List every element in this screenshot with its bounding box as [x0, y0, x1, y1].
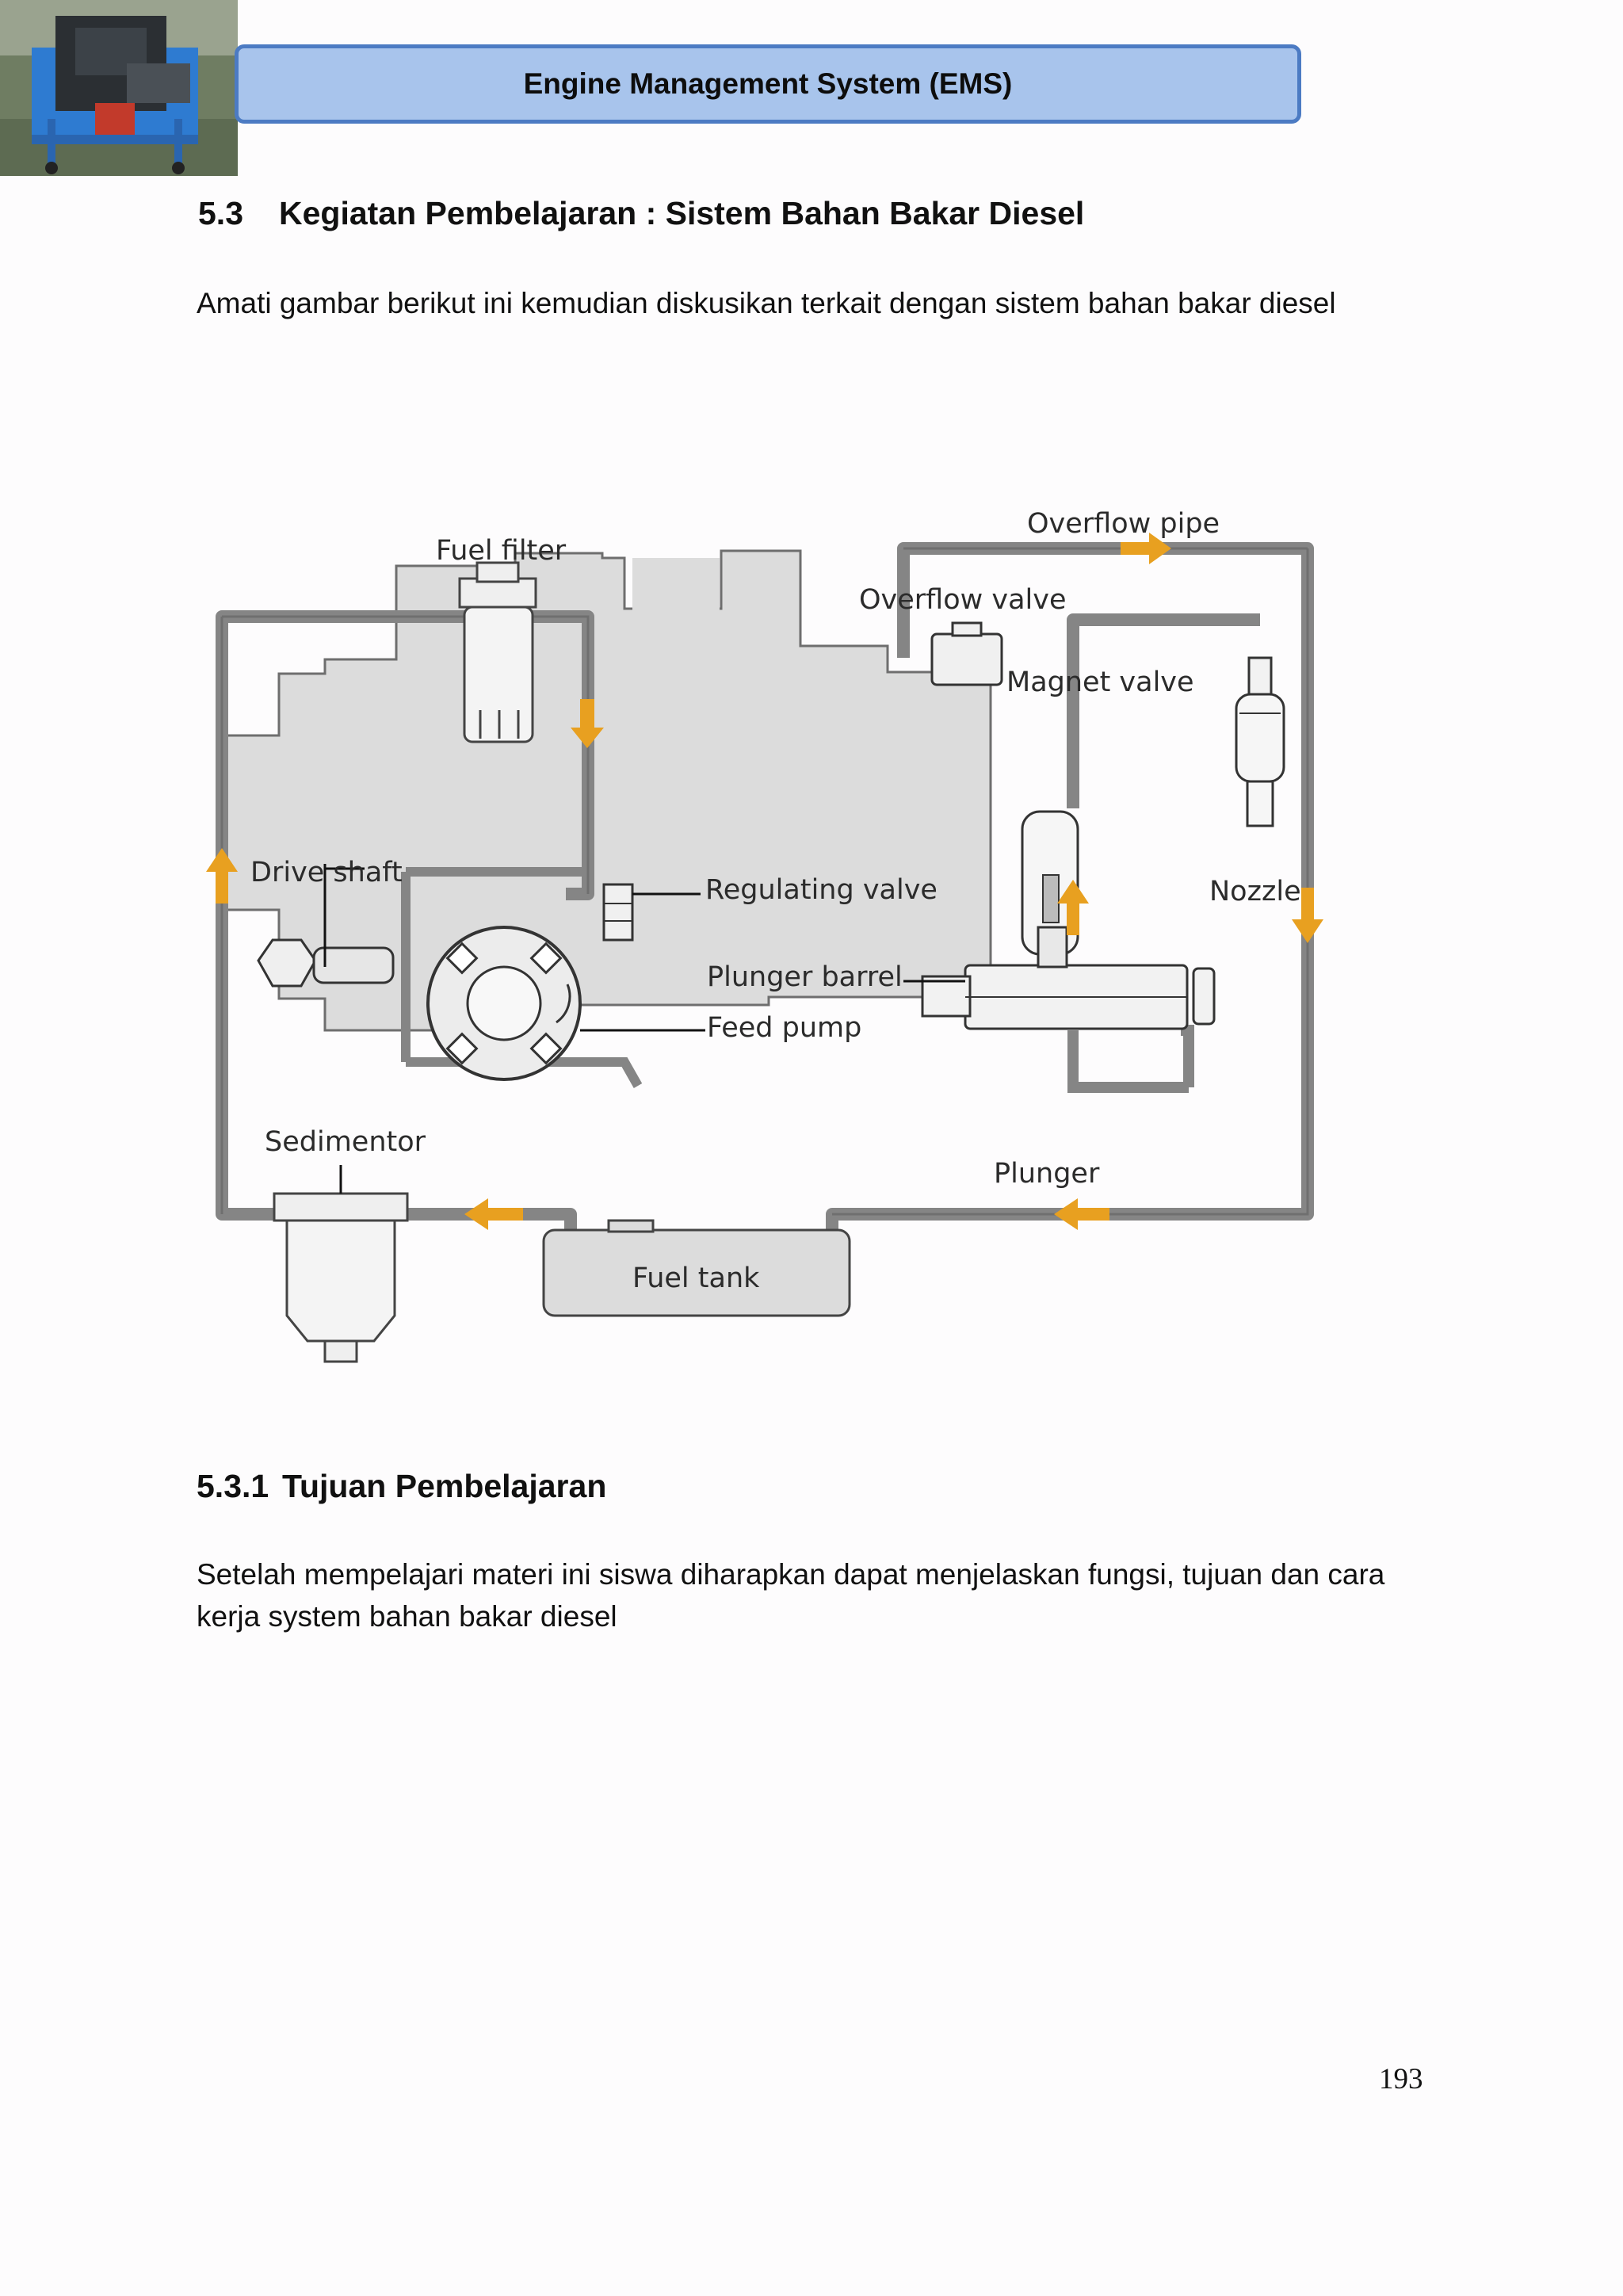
learning-objective-text: Setelah mempelajari materi ini siswa dih…	[197, 1553, 1433, 1637]
fuel-filter-icon	[458, 561, 537, 743]
label-sedimentor: Sedimentor	[265, 1126, 426, 1158]
regulating-valve-icon	[602, 883, 634, 942]
label-feed-pump: Feed pump	[707, 1012, 861, 1044]
label-nozzle: Nozzle	[1209, 876, 1301, 907]
subsection-number: 5.3.1	[197, 1468, 269, 1504]
magnet-valve-icon	[1021, 810, 1079, 956]
engine-stand-photo	[0, 0, 238, 176]
label-magnet-valve: Magnet valve	[1006, 667, 1194, 698]
drive-shaft-icon	[257, 864, 395, 988]
objective-line-2: kerja system bahan bakar diesel	[197, 1600, 617, 1633]
section-number: 5.3	[198, 195, 243, 231]
label-fuel-filter: Fuel filter	[436, 535, 567, 567]
header-title: Engine Management System (EMS)	[523, 67, 1013, 100]
label-overflow-valve: Overflow valve	[859, 584, 1067, 616]
overflow-valve-icon	[930, 621, 1003, 686]
flow-arrow-tank-left	[464, 1198, 523, 1230]
objective-line-1: Setelah mempelajari materi ini siswa dih…	[197, 1558, 1385, 1591]
subsection-title: Tujuan Pembelajaran	[282, 1468, 607, 1504]
flow-arrow-return	[1054, 1198, 1109, 1230]
label-fuel-tank: Fuel tank	[632, 1263, 760, 1294]
label-plunger-barrel: Plunger barrel	[707, 961, 903, 993]
plunger-barrel-icon	[921, 926, 1216, 1030]
fuel-tank-icon	[542, 1219, 851, 1317]
diesel-fuel-system-diagram: Fuel filter Overflow pipe Overflow valve…	[198, 476, 1339, 1387]
injection-pump-body	[225, 549, 992, 1032]
flow-arrows	[206, 533, 1323, 1230]
header-banner: Engine Management System (EMS)	[235, 44, 1301, 124]
intro-text: Amati gambar berikut ini kemudian diskus…	[197, 287, 1336, 319]
label-regulating-valve: Regulating valve	[705, 874, 938, 906]
label-plunger: Plunger	[994, 1158, 1100, 1190]
flow-arrow-nozzle-down	[1292, 888, 1323, 943]
page-number: 193	[1379, 2063, 1423, 2095]
flow-arrow-pump-up	[1057, 880, 1089, 935]
label-drive-shaft: Drive shaft	[250, 857, 403, 888]
label-overflow-pipe: Overflow pipe	[1027, 508, 1220, 540]
section-title: Kegiatan Pembelajaran : Sistem Bahan Bak…	[279, 195, 1085, 231]
feed-pump-icon	[426, 926, 582, 1081]
section-heading: 5.3 Kegiatan Pembelajaran : Sistem Bahan …	[198, 195, 1084, 232]
flow-arrow-overflow	[1121, 533, 1171, 564]
nozzle-icon	[1235, 656, 1285, 827]
subsection-heading: 5.3.1 Tujuan Pembelajaran	[197, 1468, 606, 1505]
sedimentor-icon	[273, 1165, 409, 1363]
flow-arrow-filter	[571, 699, 604, 748]
leader-lines	[580, 892, 965, 1032]
flow-arrow-left	[206, 848, 238, 904]
